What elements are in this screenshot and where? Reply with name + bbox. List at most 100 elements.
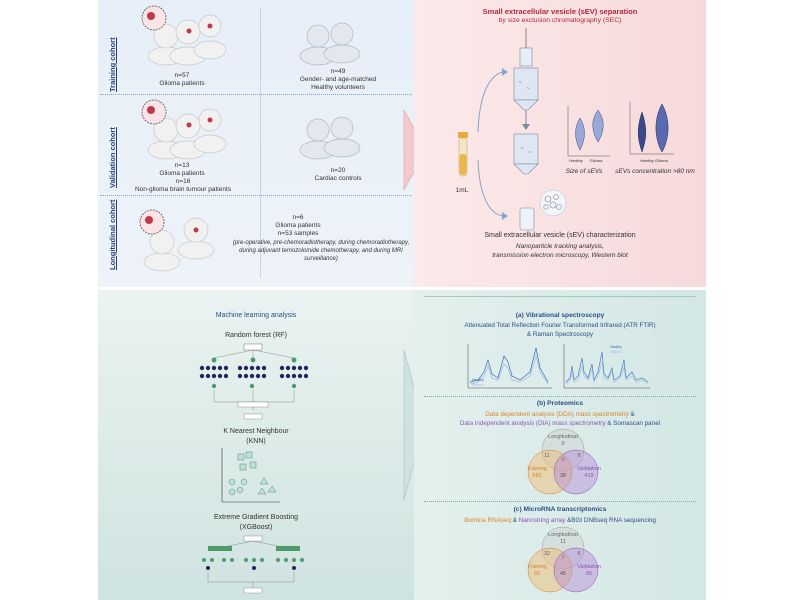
validation-glioma-count: n=13: [174, 162, 190, 169]
mirna-venn-training-label: Training: [527, 564, 547, 570]
nonglioma-label: Non-glioma brain tumour patients: [134, 186, 232, 193]
cohort-divider-2: [100, 195, 412, 196]
ml-title: Machine learning analysis: [215, 312, 297, 319]
prot-venn-validation-label: Validation: [577, 466, 601, 472]
xgboost-diagram: [202, 535, 304, 594]
prot-venn-validation-n: 419: [584, 473, 594, 479]
mirna-venn-diagram: [527, 526, 599, 593]
violin2-x-healthy-glioma: Healthy Glioma: [640, 158, 668, 163]
vesicle-cluster-icon: [539, 189, 567, 217]
characterization-sub-2: transmission electron microscopy, Wester…: [492, 252, 628, 259]
ftir-spectrum-chart: [467, 344, 552, 389]
longitudinal-note-2: during adjuvant temozolomide chemotherap…: [239, 248, 403, 254]
mirna-venn-longitudinal-label: Longitudinal: [548, 532, 578, 538]
nonglioma-count: n=16: [175, 178, 191, 185]
sample-volume: 1mL: [455, 187, 469, 194]
mirna-venn-longitudinal-n: 11: [560, 539, 566, 545]
prot-venn-tv: 38: [559, 473, 567, 479]
mirna-venn-training-n: 92: [533, 571, 541, 577]
svg-text:~: ~: [520, 146, 524, 152]
knn-label-2: (KNN): [246, 438, 266, 445]
cardiac-label: Cardiac controls: [314, 175, 362, 182]
characterization-sub-1: Nanoparticle tracking analysis,: [515, 243, 605, 250]
svg-text:~: ~: [526, 86, 530, 92]
raman-legend-glioma: Glioma: [610, 350, 622, 354]
conc-caption: sEVs concentration >80 nm: [615, 168, 695, 175]
cardiac-count: n=20: [330, 167, 346, 174]
rf-label: Random forest (RF): [225, 332, 287, 339]
cohort-divider-1: [100, 94, 412, 95]
longitudinal-cohort-label: Longitudinal cohort: [108, 199, 117, 270]
longitudinal-note-1: (pre-operative, pre-chemoradiotherapy, d…: [232, 240, 410, 246]
training-glioma-count: n=57: [174, 72, 190, 79]
vib-title: (a) Vibrational spectroscopy: [515, 312, 605, 319]
sec-title-2: by size exclusion chromatography (SEC): [498, 17, 622, 24]
prot-venn-training-n: 692: [532, 473, 542, 479]
vib-sub-1: Attenuated Total Reflection Fourier Tran…: [464, 322, 656, 329]
sec-title-1: Small extracellular vesicle (sEV) separa…: [482, 7, 638, 16]
healthy-volunteers-illustration: [299, 22, 361, 66]
mirna-venn-tv: 45: [559, 571, 567, 577]
xgb-label-2: (XGBoost): [239, 524, 273, 531]
validation-cohort-label: Validation cohort: [108, 127, 117, 188]
mirna-line: Illumina RNAseq & Nanostring array &BGI …: [464, 517, 656, 524]
mirna-title: (c) MicroRNA transcriptomics: [513, 506, 607, 513]
vib-sub-2: & Raman Spectroscopy: [526, 331, 594, 338]
cohort-column-divider: [260, 8, 261, 278]
omics-divider-1: [424, 396, 696, 397]
longitudinal-glioma-count: n=6: [292, 214, 304, 221]
characterization-title: Small extracellular vesicle (sEV) charac…: [484, 232, 636, 239]
longitudinal-patients-illustration: [139, 209, 215, 272]
svg-text:~: ~: [528, 150, 532, 156]
training-cohort-label: Training cohort: [108, 37, 117, 92]
ftir-legend-glioma: Glioma: [472, 383, 484, 387]
mirna-venn-all: 7: [561, 555, 565, 561]
prot-venn-lt: 11: [544, 453, 550, 459]
healthy-label-1: Gender- and age-matched: [299, 76, 377, 83]
sec-panel: Small extracellular vesicle (sEV) separa…: [414, 0, 706, 287]
validation-patients-illustration: [141, 99, 227, 160]
prot-title: (b) Proteomics: [536, 400, 584, 407]
mirna-venn-validation-label: Validation: [577, 564, 601, 570]
prot-venn-lv: 8: [577, 453, 581, 459]
flow-arrows: [477, 68, 508, 220]
machine-learning-panel: Machine learning analysis Random forest …: [98, 290, 414, 600]
xgb-label-1: Extreme Gradient Boosting: [213, 514, 299, 521]
sec-column-icon: ~ ~ ~ ~: [513, 28, 539, 231]
random-forest-diagram: [199, 343, 309, 420]
prot-venn-longitudinal-label: Longitudinal: [548, 434, 578, 440]
raman-spectrum-chart: [563, 344, 650, 389]
blood-tube-icon: [458, 132, 468, 177]
validation-glioma-label: Glioma patients: [159, 170, 205, 177]
longitudinal-glioma-label: Glioma patients: [275, 222, 321, 229]
cohorts-panel: Training cohort n=57 Glioma patients n=4…: [98, 0, 414, 287]
prot-venn-all: 0: [561, 457, 565, 463]
violin-size-chart: [567, 106, 610, 157]
training-patients-illustration: [141, 5, 227, 66]
prot-venn-training-label: Training: [527, 466, 547, 472]
healthy-label-2: Healthy volunteers: [311, 84, 365, 91]
prot-line-2: Data independent analysis (DIA) mass spe…: [459, 420, 661, 427]
svg-text:~: ~: [518, 80, 522, 86]
raman-legend-healthy: Healthy: [610, 345, 622, 349]
mirna-venn-lv: 6: [577, 551, 581, 557]
knn-scatter-diagram: [221, 448, 280, 503]
healthy-count: n=49: [330, 68, 346, 75]
violin-concentration-chart: [629, 102, 674, 155]
mirna-venn-validation-n: 65: [585, 571, 593, 577]
knn-label-1: K Nearest Neighbour: [223, 428, 289, 435]
size-caption: Size of sEVs: [565, 168, 603, 175]
cardiac-controls-illustration: [299, 116, 361, 160]
violin1-x-healthy: Healthy: [569, 158, 583, 163]
proteomics-venn-diagram: [527, 428, 599, 495]
longitudinal-note-3: surveillance): [304, 256, 338, 262]
omics-divider-2: [424, 501, 696, 502]
longitudinal-samples: n=53 samples: [277, 230, 319, 237]
omics-top-rule: [424, 296, 696, 297]
mirna-venn-lt: 32: [543, 551, 551, 557]
training-glioma-label: Glioma patients: [159, 80, 205, 87]
prot-line-1: Data dependent analysis (DDA) mass spect…: [485, 411, 635, 418]
ftir-legend-healthy: Healthy: [472, 378, 484, 382]
violin1-x-glioma: Glioma: [589, 158, 603, 163]
omics-panel: (a) Vibrational spectroscopy Attenuated …: [414, 290, 706, 600]
